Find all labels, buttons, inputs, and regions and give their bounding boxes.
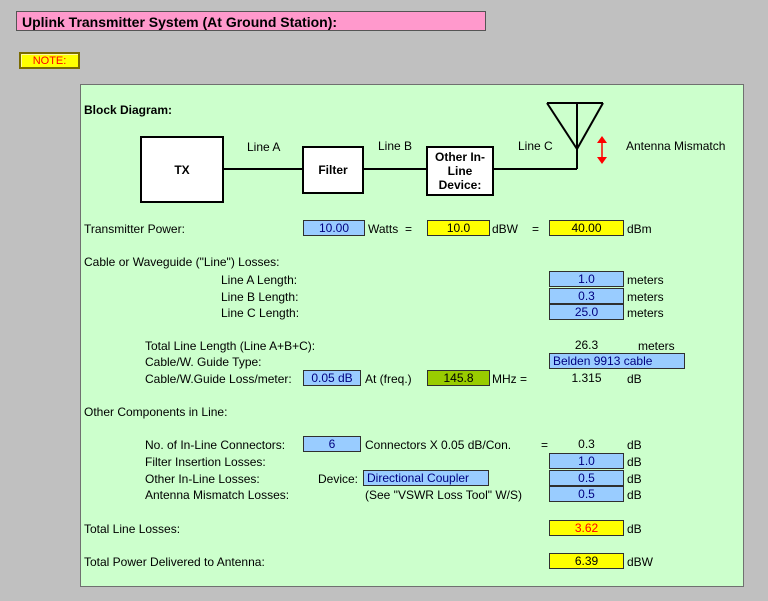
connectors-count-input[interactable]: 6 xyxy=(303,436,361,452)
meters-unit: meters xyxy=(627,273,664,287)
line-a-wire xyxy=(224,168,302,170)
connectors-multiplier-text: Connectors X 0.05 dB/Con. xyxy=(365,438,512,452)
vswr-tool-note: (See "VSWR Loss Tool" W/S) xyxy=(365,488,523,502)
line-a-length-input[interactable]: 1.0 xyxy=(549,271,624,287)
db-unit: dB xyxy=(627,488,642,502)
cable-losses-heading: Cable or Waveguide ("Line") Losses: xyxy=(84,255,280,269)
power-dbm-value: 40.00 xyxy=(549,220,624,236)
mismatch-arrow-icon xyxy=(597,136,607,164)
antenna-mismatch-loss-input[interactable]: 0.5 xyxy=(549,486,624,502)
dbw-unit: dBW xyxy=(627,555,654,569)
note-button[interactable]: NOTE: xyxy=(19,52,80,69)
meters-unit: meters xyxy=(638,339,675,353)
dbm-unit: dBm xyxy=(627,222,652,236)
meters-unit: meters xyxy=(627,306,664,320)
db-unit: dB xyxy=(627,472,642,486)
page-title: Uplink Transmitter System (At Ground Sta… xyxy=(16,11,486,31)
total-line-length-label: Total Line Length (Line A+B+C): xyxy=(145,339,316,353)
cable-loss-per-meter-label: Cable/W.Guide Loss/meter: xyxy=(145,372,292,386)
device-block: Other In-Line Device: xyxy=(426,146,494,196)
antenna-icon xyxy=(546,102,604,169)
power-watts-input[interactable]: 10.00 xyxy=(303,220,365,236)
frequency-input[interactable]: 145.8 xyxy=(427,370,490,386)
block-diagram-heading: Block Diagram: xyxy=(84,103,173,117)
mhz-unit: MHz = xyxy=(492,372,528,386)
line-b-length-input[interactable]: 0.3 xyxy=(549,288,624,304)
total-line-losses-value: 3.62 xyxy=(549,520,624,536)
watts-unit: Watts xyxy=(368,222,399,236)
transmitter-power-label: Transmitter Power: xyxy=(84,222,185,236)
line-c-length-input[interactable]: 25.0 xyxy=(549,304,624,320)
antenna-mismatch-loss-label: Antenna Mismatch Losses: xyxy=(145,488,290,502)
device-name-input[interactable]: Directional Coupler xyxy=(363,470,489,486)
cable-type-label: Cable/W. Guide Type: xyxy=(145,355,262,369)
line-a-label: Line A xyxy=(247,140,281,154)
cable-loss-per-meter-input[interactable]: 0.05 dB xyxy=(303,370,361,386)
meters-unit: meters xyxy=(627,290,664,304)
at-freq-label: At (freq.) xyxy=(365,372,412,386)
total-power-delivered-value: 6.39 xyxy=(549,553,624,569)
filter-insertion-label: Filter Insertion Losses: xyxy=(145,455,266,469)
connectors-label: No. of In-Line Connectors: xyxy=(145,438,286,452)
connectors-loss-value: 0.3 xyxy=(578,437,595,451)
device-label: Device: xyxy=(318,472,359,486)
dbw-unit: dBW xyxy=(492,222,519,236)
line-b-length-label: Line B Length: xyxy=(221,290,299,304)
other-components-heading: Other Components in Line: xyxy=(84,405,228,419)
line-c-wire xyxy=(494,168,577,170)
db-unit: dB xyxy=(627,372,642,386)
line-b-label: Line B xyxy=(378,139,413,153)
filter-block: Filter xyxy=(302,146,364,194)
calculator-panel: Block Diagram: TX Line A Filter Line B O… xyxy=(80,84,744,587)
equals-sign: = xyxy=(541,438,549,452)
line-c-length-label: Line C Length: xyxy=(221,306,300,320)
db-unit: dB xyxy=(627,522,642,536)
cable-type-input[interactable]: Belden 9913 cable xyxy=(549,353,685,369)
db-unit: dB xyxy=(627,455,642,469)
filter-insertion-input[interactable]: 1.0 xyxy=(549,453,624,469)
line-b-wire xyxy=(364,168,426,170)
total-power-delivered-label: Total Power Delivered to Antenna: xyxy=(84,555,265,569)
line-c-label: Line C xyxy=(518,139,553,153)
power-dbw-value: 10.0 xyxy=(427,220,490,236)
antenna-mismatch-label: Antenna Mismatch xyxy=(626,139,726,153)
equals-sign: = xyxy=(532,222,540,236)
total-line-losses-label: Total Line Losses: xyxy=(84,522,181,536)
other-inline-loss-input[interactable]: 0.5 xyxy=(549,470,624,486)
cable-loss-value: 1.315 xyxy=(571,371,602,385)
other-inline-label: Other In-Line Losses: xyxy=(145,472,260,486)
tx-block: TX xyxy=(140,136,224,203)
db-unit: dB xyxy=(627,438,642,452)
line-a-length-label: Line A Length: xyxy=(221,273,298,287)
total-line-length-value: 26.3 xyxy=(574,338,599,352)
equals-sign: = xyxy=(405,222,413,236)
